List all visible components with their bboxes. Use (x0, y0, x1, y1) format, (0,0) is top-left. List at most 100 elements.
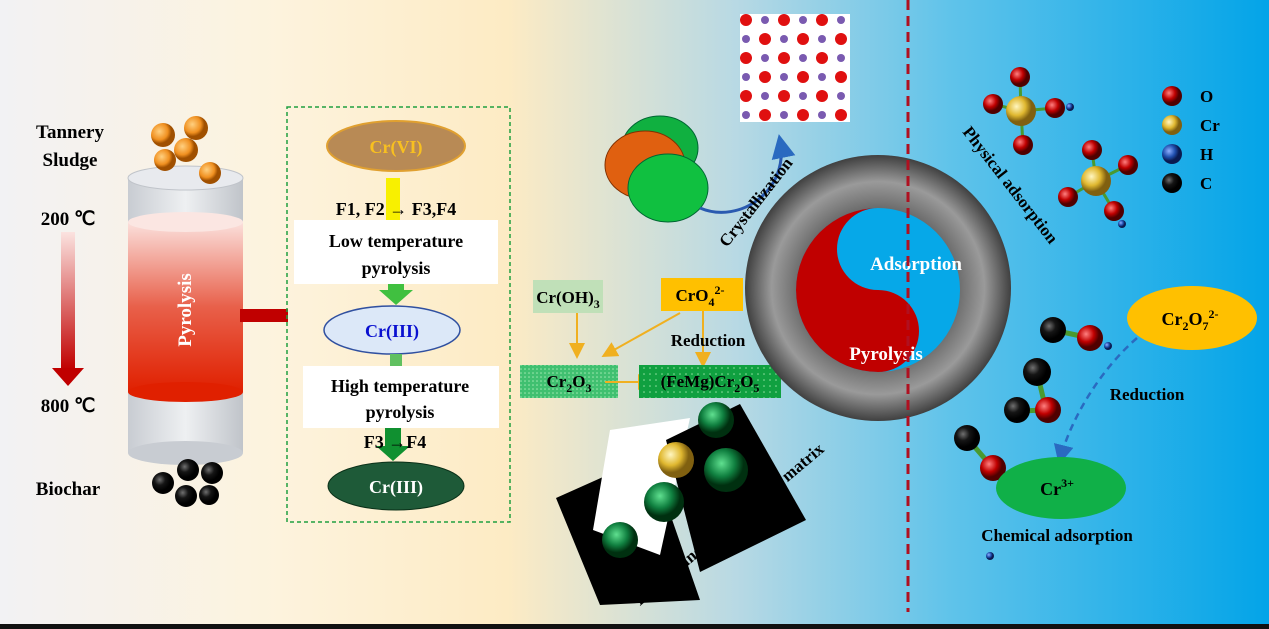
cr6-ellipse (326, 120, 466, 172)
carbon-atom-icon (1162, 173, 1182, 193)
legend: O Cr H C (1162, 86, 1220, 193)
low-temp-box (294, 220, 498, 284)
lattice-atom (759, 109, 771, 121)
lattice-atom (761, 54, 769, 62)
croh3-label: Cr(OH)3 (536, 288, 600, 311)
croh3-box (533, 280, 603, 313)
temperature-arrow (52, 232, 84, 386)
fraction-shift-1: F1, F2 → F3,F4 (336, 199, 456, 219)
sludge-particles (151, 116, 221, 184)
lattice-atom (740, 52, 752, 64)
svg-text:O: O (1200, 87, 1213, 106)
reduction-arrow (1053, 337, 1138, 465)
lattice-atom (778, 52, 790, 64)
high-temp-box (303, 366, 499, 428)
spinel-label: (FeMg)Cr2O5 (661, 372, 760, 395)
left-section: Tannery Sludge 200 ℃ 800 ℃ Biochar Pyrol… (36, 116, 288, 507)
lattice-atom (835, 71, 847, 83)
lattice-atom (818, 35, 826, 43)
bottom-border (0, 624, 1269, 629)
cr3-mid-label: Cr(III) (365, 321, 419, 342)
high-temp-line1: High temperature (331, 376, 469, 396)
lattice-atom (797, 71, 809, 83)
cro4-label: CrO42- (675, 283, 724, 309)
oxygen-atom-icon (1162, 86, 1182, 106)
reduction-label-middle: Reduction (671, 331, 746, 350)
biochar-particles (152, 459, 223, 507)
legend-item-cr: Cr (1162, 115, 1220, 135)
pyrolysis-reactor: Pyrolysis (127, 165, 244, 465)
lattice-atom (780, 73, 788, 81)
lattice-atom (837, 54, 845, 62)
fraction-shift-2: F3 →F4 (364, 432, 427, 452)
crystal-lattice-icon (740, 14, 850, 122)
legend-item-h: H (1162, 144, 1213, 164)
process-box: Cr(VI) F1, F2 → F3,F4 Low temperature py… (286, 106, 511, 523)
cr3plus-ellipse (996, 457, 1126, 519)
chromate-molecule-2 (1058, 140, 1138, 228)
lattice-atom (759, 71, 771, 83)
legend-item-o: O (1162, 86, 1213, 106)
arrow-cro4-cr2o3 (601, 312, 681, 357)
lattice-atom (818, 111, 826, 119)
lattice-atom (799, 54, 807, 62)
lattice-atom (759, 33, 771, 45)
lattice-atom (761, 16, 769, 24)
biochar-particle: Adsorption Pyrolysis (745, 155, 1011, 421)
green-arrow-3 (376, 428, 410, 461)
lattice-atom (816, 90, 828, 102)
green-arrow-2 (390, 354, 402, 366)
hydrogen-atom-icon (1162, 144, 1182, 164)
lattice-atom (761, 92, 769, 100)
feed-label-line1: Tannery (36, 122, 104, 143)
lattice-atom (837, 16, 845, 24)
lattice-atom (837, 92, 845, 100)
lattice-atom (742, 73, 750, 81)
crystallization-arrow (699, 134, 796, 214)
green-arrow-1 (379, 284, 413, 305)
lattice-atom (797, 33, 809, 45)
feed-label-line2: Sludge (43, 150, 98, 171)
middle-section: Cr(OH)3 CrO42- Reduction Cr2O3 (FeMg)Cr2… (520, 14, 850, 609)
lattice-atom (816, 14, 828, 26)
cro4-box (661, 278, 743, 311)
product-label: Biochar (36, 479, 101, 500)
cr2o3-label: Cr2O3 (546, 372, 591, 395)
lattice-atom (780, 35, 788, 43)
lattice-atom (835, 33, 847, 45)
lattice-atom (742, 35, 750, 43)
low-temp-line2: pyrolysis (362, 258, 431, 278)
yellow-arrow (386, 178, 400, 220)
yin-yang (796, 208, 960, 372)
cr3-final-label: Cr(III) (369, 477, 423, 498)
dichromate-ellipse (1127, 286, 1257, 350)
cr3plus-label: Cr3+ (1040, 476, 1074, 499)
cluster-icon (604, 115, 709, 223)
embedding-illustration (556, 402, 806, 605)
dichromate-label: Cr2O72- (1161, 307, 1218, 333)
surface-functional-groups (954, 317, 1112, 560)
temp-end-label: 800 ℃ (41, 396, 96, 417)
lattice-atom (778, 90, 790, 102)
reactor-label: Pyrolysis (175, 273, 196, 347)
lattice-atom (742, 111, 750, 119)
spinel-box (639, 365, 781, 398)
svg-text:C: C (1200, 174, 1212, 193)
pyrolysis-label: Pyrolysis (849, 344, 923, 365)
lattice-atom (740, 14, 752, 26)
cr6-label: Cr(VI) (370, 137, 423, 158)
lattice-atom (778, 14, 790, 26)
chromium-atom-icon (1162, 115, 1182, 135)
chemical-adsorption-label: Chemical adsorption (981, 526, 1133, 545)
lattice-atom (799, 92, 807, 100)
lattice-atom (740, 90, 752, 102)
low-temp-line1: Low temperature (329, 231, 463, 251)
adsorption-label: Adsorption (870, 254, 962, 275)
chromate-molecule-1 (983, 67, 1074, 155)
lattice-atom (818, 73, 826, 81)
cr2o3-box (520, 365, 618, 398)
lattice-atom (799, 16, 807, 24)
svg-text:H: H (1200, 145, 1213, 164)
lattice-atom (797, 109, 809, 121)
